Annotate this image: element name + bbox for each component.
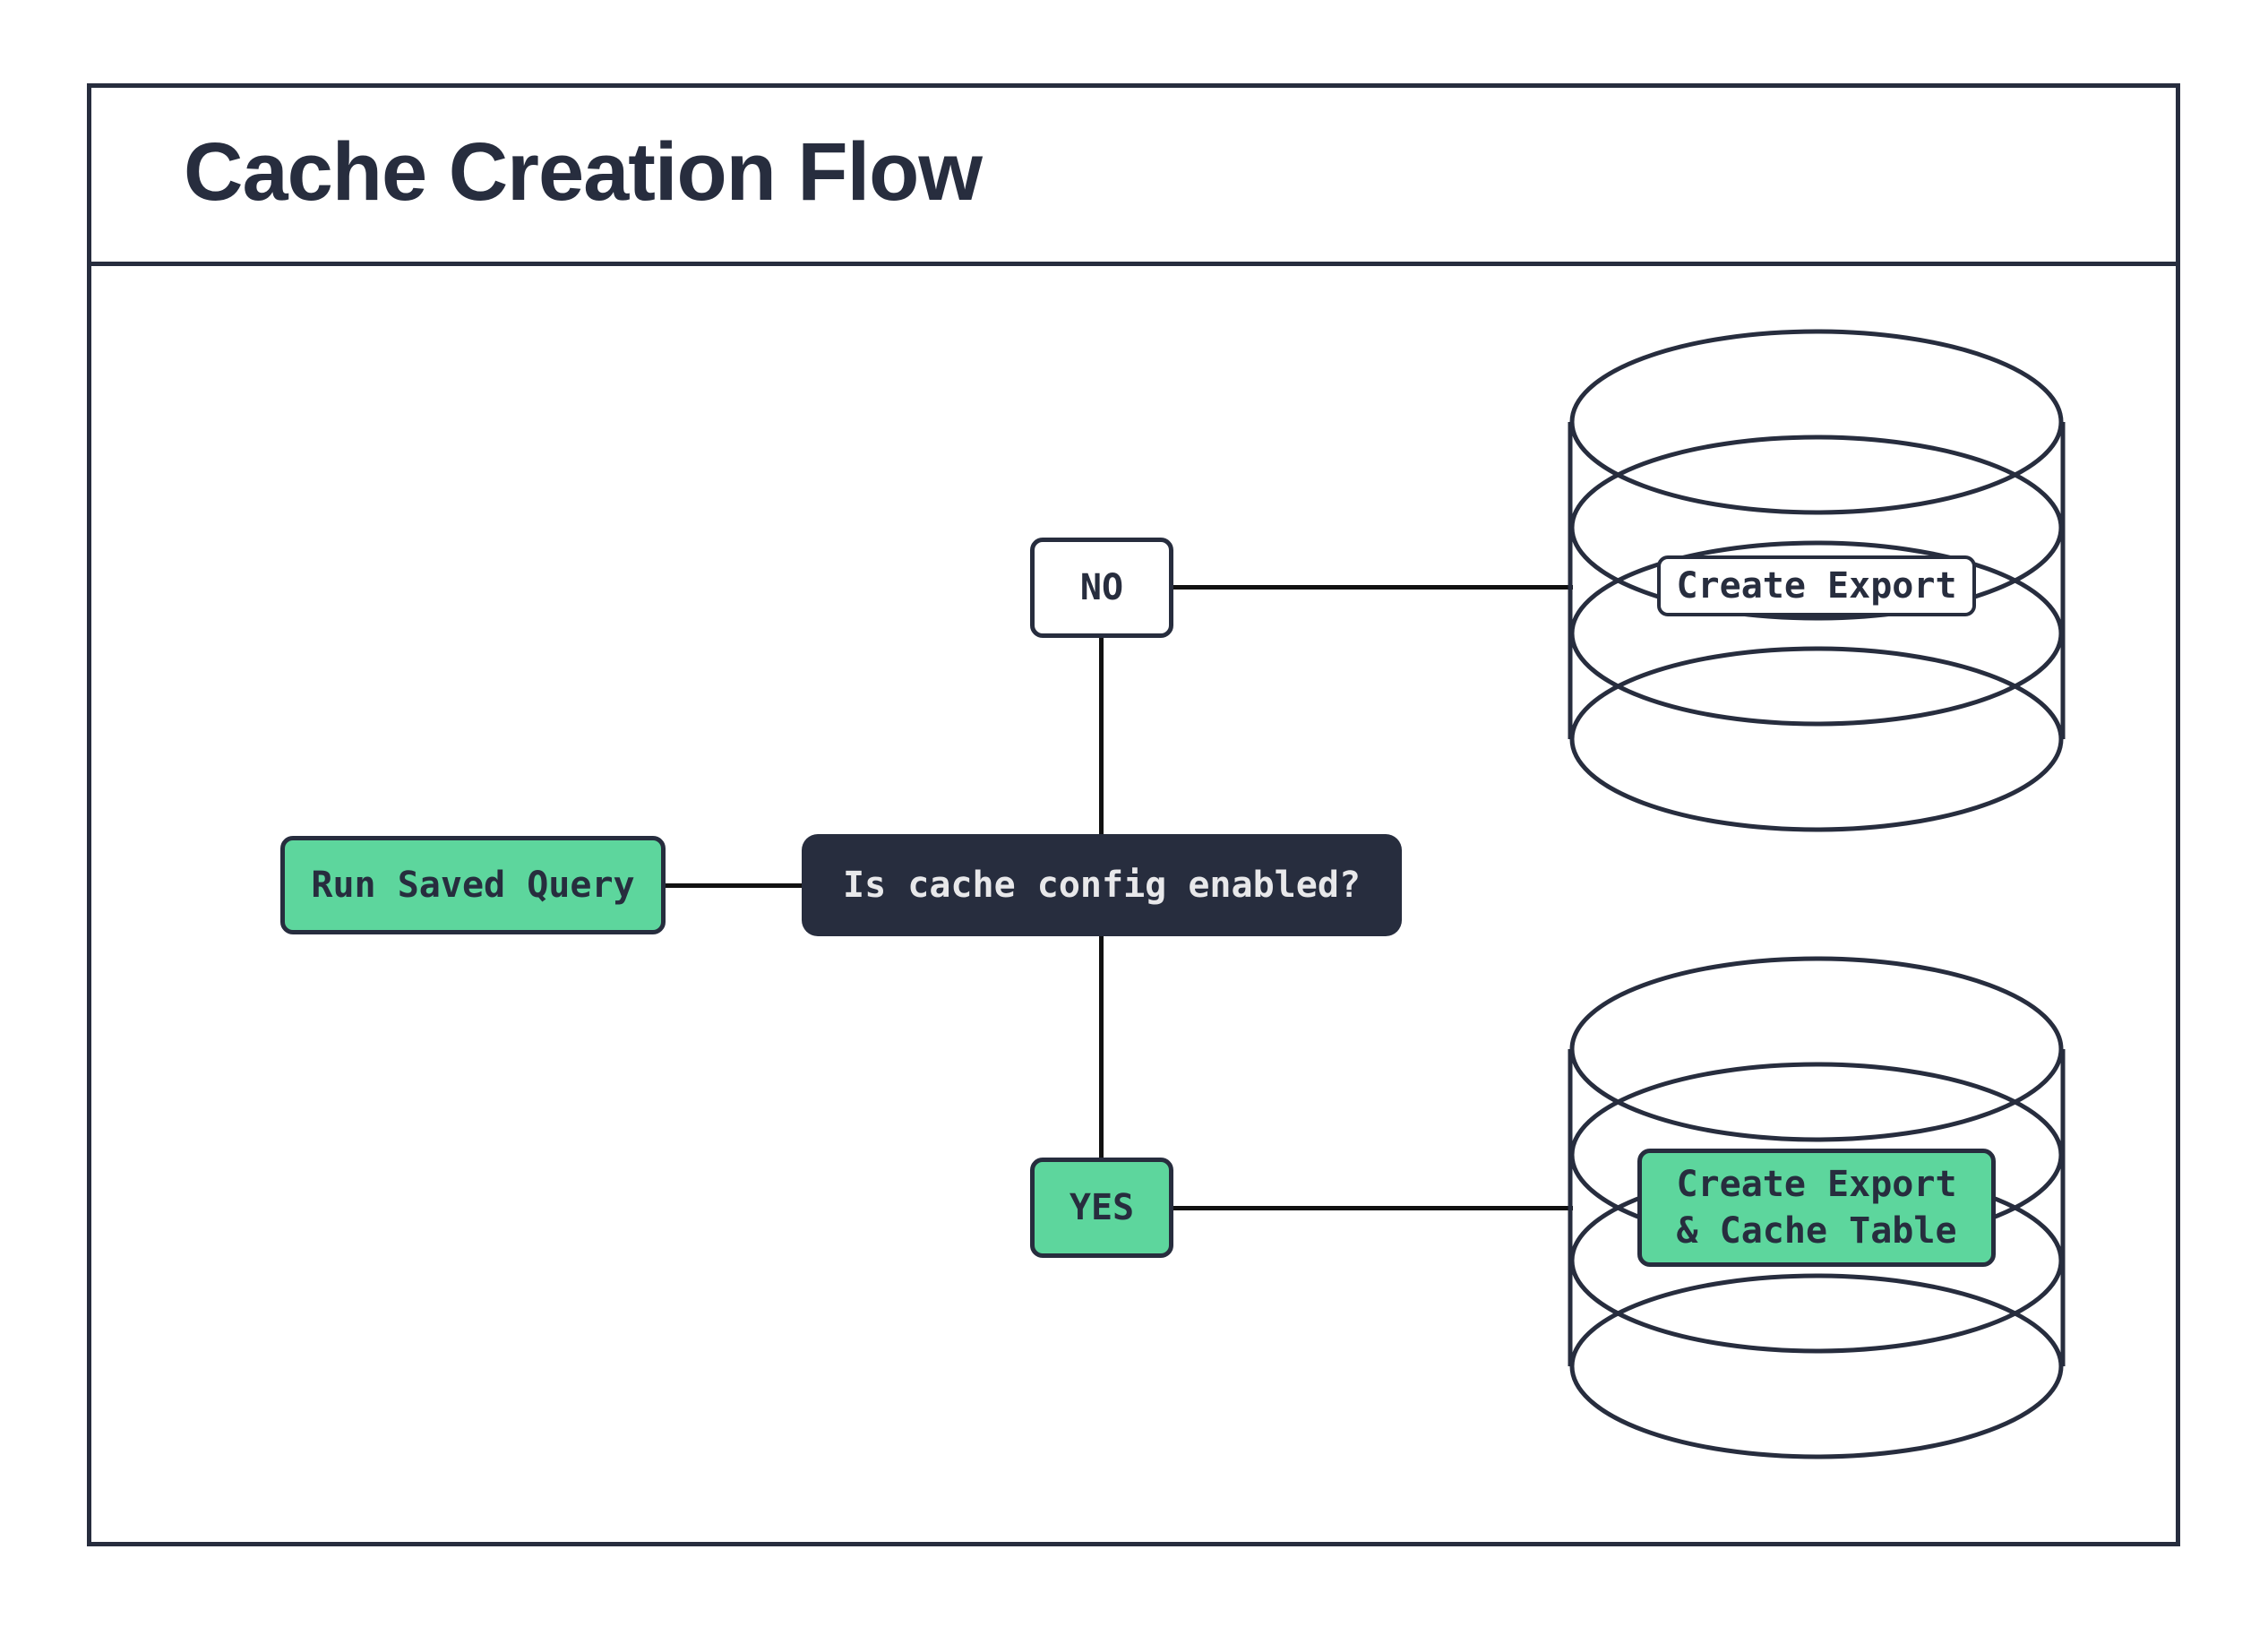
branch-yes-label: YES [1069, 1187, 1135, 1228]
diagram-frame [87, 83, 2180, 1546]
database-icon-export [1568, 327, 2066, 834]
branch-node-no: NO [1030, 538, 1173, 638]
start-node-label: Run Saved Query [311, 865, 635, 906]
decision-node-label: Is cache config enabled? [843, 865, 1361, 906]
connector-yes-to-database [1173, 1206, 1573, 1210]
connector-no-to-database [1173, 585, 1573, 590]
database-label-create-export: Create Export [1657, 555, 1976, 616]
create-export-cache-line-1: Create Export [1676, 1164, 1957, 1205]
connector-decision-to-yes [1099, 936, 1104, 1158]
diagram-title: Cache Creation Flow [184, 126, 983, 218]
decision-node-cache-config: Is cache config enabled? [802, 834, 1402, 936]
create-export-label: Create Export [1676, 565, 1957, 607]
start-node-run-saved-query: Run Saved Query [280, 836, 666, 934]
create-export-cache-line-2: & Cache Table [1676, 1210, 1957, 1252]
branch-node-yes: YES [1030, 1158, 1173, 1258]
database-label-create-export-cache-table: Create Export & Cache Table [1637, 1149, 1996, 1267]
branch-no-label: NO [1079, 567, 1124, 608]
connector-start-to-decision [666, 883, 802, 888]
connector-decision-to-no [1099, 638, 1104, 834]
header-divider [87, 262, 2180, 266]
